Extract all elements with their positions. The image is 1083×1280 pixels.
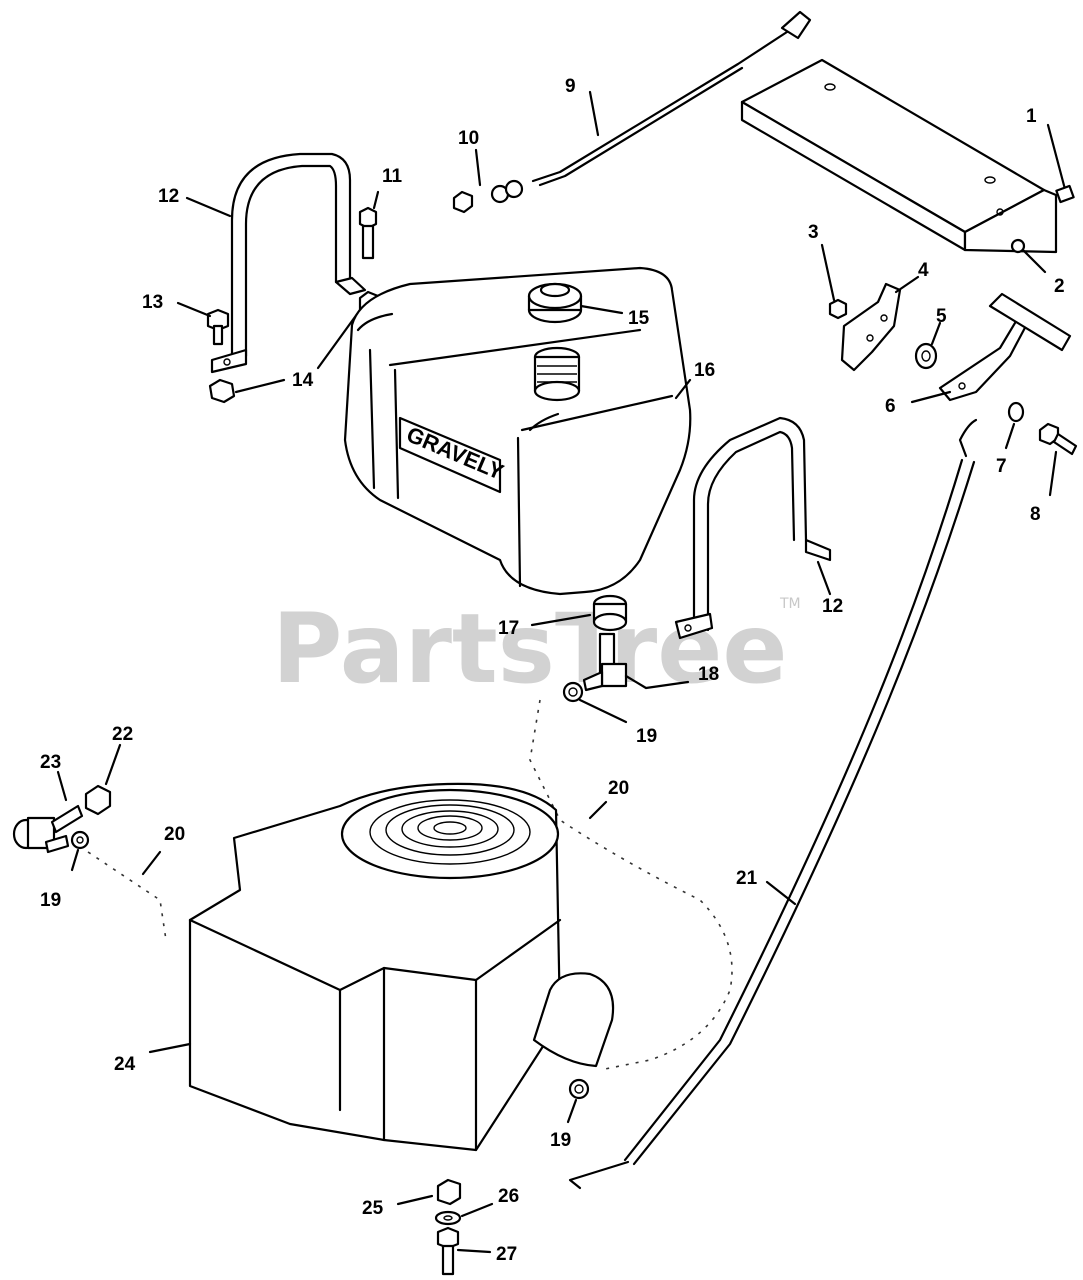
fuel-line-20 xyxy=(87,699,733,1071)
bolt-11 xyxy=(358,190,380,260)
fuel-tank-16: GRAVELY xyxy=(343,266,692,596)
callout-20-left: 20 xyxy=(164,824,185,845)
screw-1 xyxy=(1046,123,1075,204)
callout-8: 8 xyxy=(1030,504,1041,525)
callout-12-right: 12 xyxy=(822,596,843,617)
callout-23: 23 xyxy=(40,752,61,773)
callout-2: 2 xyxy=(1054,276,1065,297)
lever-bracket-4 xyxy=(840,275,920,372)
callout-21: 21 xyxy=(736,868,758,889)
callout-20-right: 20 xyxy=(608,778,629,799)
washer-5 xyxy=(914,321,942,370)
callout-25: 25 xyxy=(362,1198,384,1219)
tee-fitting-23 xyxy=(12,770,84,854)
callout-18: 18 xyxy=(698,664,719,685)
callout-22: 22 xyxy=(112,724,133,745)
tank-strap-12-right xyxy=(674,416,832,640)
callout-labels: 1 2 3 4 5 6 7 8 9 10 11 12 12 13 14 15 1… xyxy=(40,76,1065,1265)
callout-11: 11 xyxy=(382,166,403,187)
fitting-17 xyxy=(530,594,628,632)
callout-3: 3 xyxy=(808,222,819,243)
callout-4: 4 xyxy=(918,260,929,281)
callout-19-upper: 19 xyxy=(636,726,657,747)
bolt-8 xyxy=(1038,422,1078,497)
clamp-19-upper xyxy=(562,681,628,724)
callout-19-left: 19 xyxy=(40,890,61,911)
nut-25 xyxy=(396,1178,462,1206)
watermark-text: PartsTree xyxy=(272,593,787,705)
callout-19-lower: 19 xyxy=(550,1130,571,1151)
washer-7 xyxy=(1004,401,1025,450)
engine-24 xyxy=(148,782,615,1152)
callout-14: 14 xyxy=(292,370,314,391)
callout-13: 13 xyxy=(142,292,163,313)
nut-14-lower xyxy=(208,378,286,404)
clamp-19-left xyxy=(70,830,90,872)
shutoff-valve-18 xyxy=(582,632,690,692)
nut-3 xyxy=(820,243,848,320)
choke-lever-6 xyxy=(910,292,1072,404)
fuel-cap-15 xyxy=(527,282,624,324)
callout-24: 24 xyxy=(114,1054,136,1075)
callout-16: 16 xyxy=(694,360,715,381)
bolt-27 xyxy=(436,1226,492,1276)
control-panel-bracket xyxy=(740,58,1058,254)
choke-cable-21 xyxy=(568,418,978,1190)
callout-12-left: 12 xyxy=(158,186,179,207)
callout-17: 17 xyxy=(498,618,519,639)
bolt-13 xyxy=(176,301,230,346)
callout-5: 5 xyxy=(936,306,947,327)
fitting-22 xyxy=(84,743,122,816)
watermark-trademark: TM xyxy=(779,596,801,612)
nut-2 xyxy=(1010,238,1047,274)
callout-26: 26 xyxy=(498,1186,519,1207)
tank-strap-12-left xyxy=(185,152,367,374)
washer-26 xyxy=(434,1202,494,1226)
callout-9: 9 xyxy=(565,76,576,97)
callout-27: 27 xyxy=(496,1244,517,1265)
callout-7: 7 xyxy=(996,456,1007,477)
callout-1: 1 xyxy=(1026,106,1037,127)
clamp-19-lower xyxy=(566,1078,590,1124)
watermark: PartsTree TM xyxy=(272,593,801,705)
throttle-cable-9 xyxy=(452,10,812,214)
callout-6: 6 xyxy=(885,396,896,417)
callout-10: 10 xyxy=(458,128,479,149)
callout-15: 15 xyxy=(628,308,650,329)
